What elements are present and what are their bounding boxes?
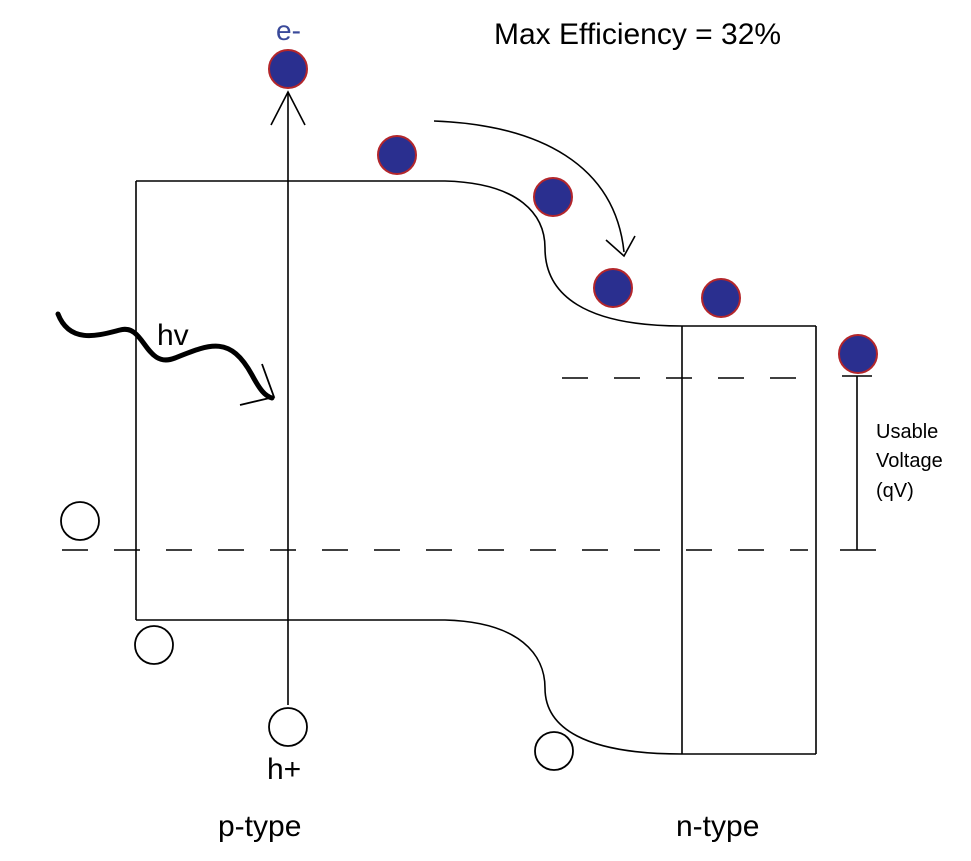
photon-label: hv <box>157 319 189 352</box>
hole-valence-p <box>134 625 174 665</box>
photon-arrowhead <box>239 363 276 406</box>
usable-voltage-bracket <box>840 375 876 551</box>
electron-drifting-3 <box>593 268 633 308</box>
electron-drifting-2 <box>533 177 573 217</box>
hole-fermi <box>60 501 100 541</box>
excitation-arrowhead <box>270 90 306 126</box>
drift-arrowhead <box>605 235 636 258</box>
hole-generated <box>268 707 308 747</box>
p-type-label: p-type <box>218 810 301 843</box>
photon-wave <box>55 311 275 401</box>
efficiency-title: Max Efficiency = 32% <box>494 18 781 51</box>
electron-drifting-1 <box>377 135 417 175</box>
hole-label: h+ <box>267 753 301 786</box>
valence-band-edge <box>136 619 816 755</box>
electron-excited <box>268 49 308 89</box>
hole-valence-junction <box>534 731 574 771</box>
drift-arrow <box>433 120 625 253</box>
n-type-label: n-type <box>676 810 759 843</box>
voltage-label-line1: Usable <box>876 421 938 443</box>
electron-label: e- <box>276 15 301 46</box>
conduction-band-edge <box>136 180 816 327</box>
electron-n-band <box>701 278 741 318</box>
electron-fermi <box>838 334 878 374</box>
voltage-label-line2: Voltage <box>876 450 943 472</box>
voltage-label-line3: (qV) <box>876 480 914 502</box>
